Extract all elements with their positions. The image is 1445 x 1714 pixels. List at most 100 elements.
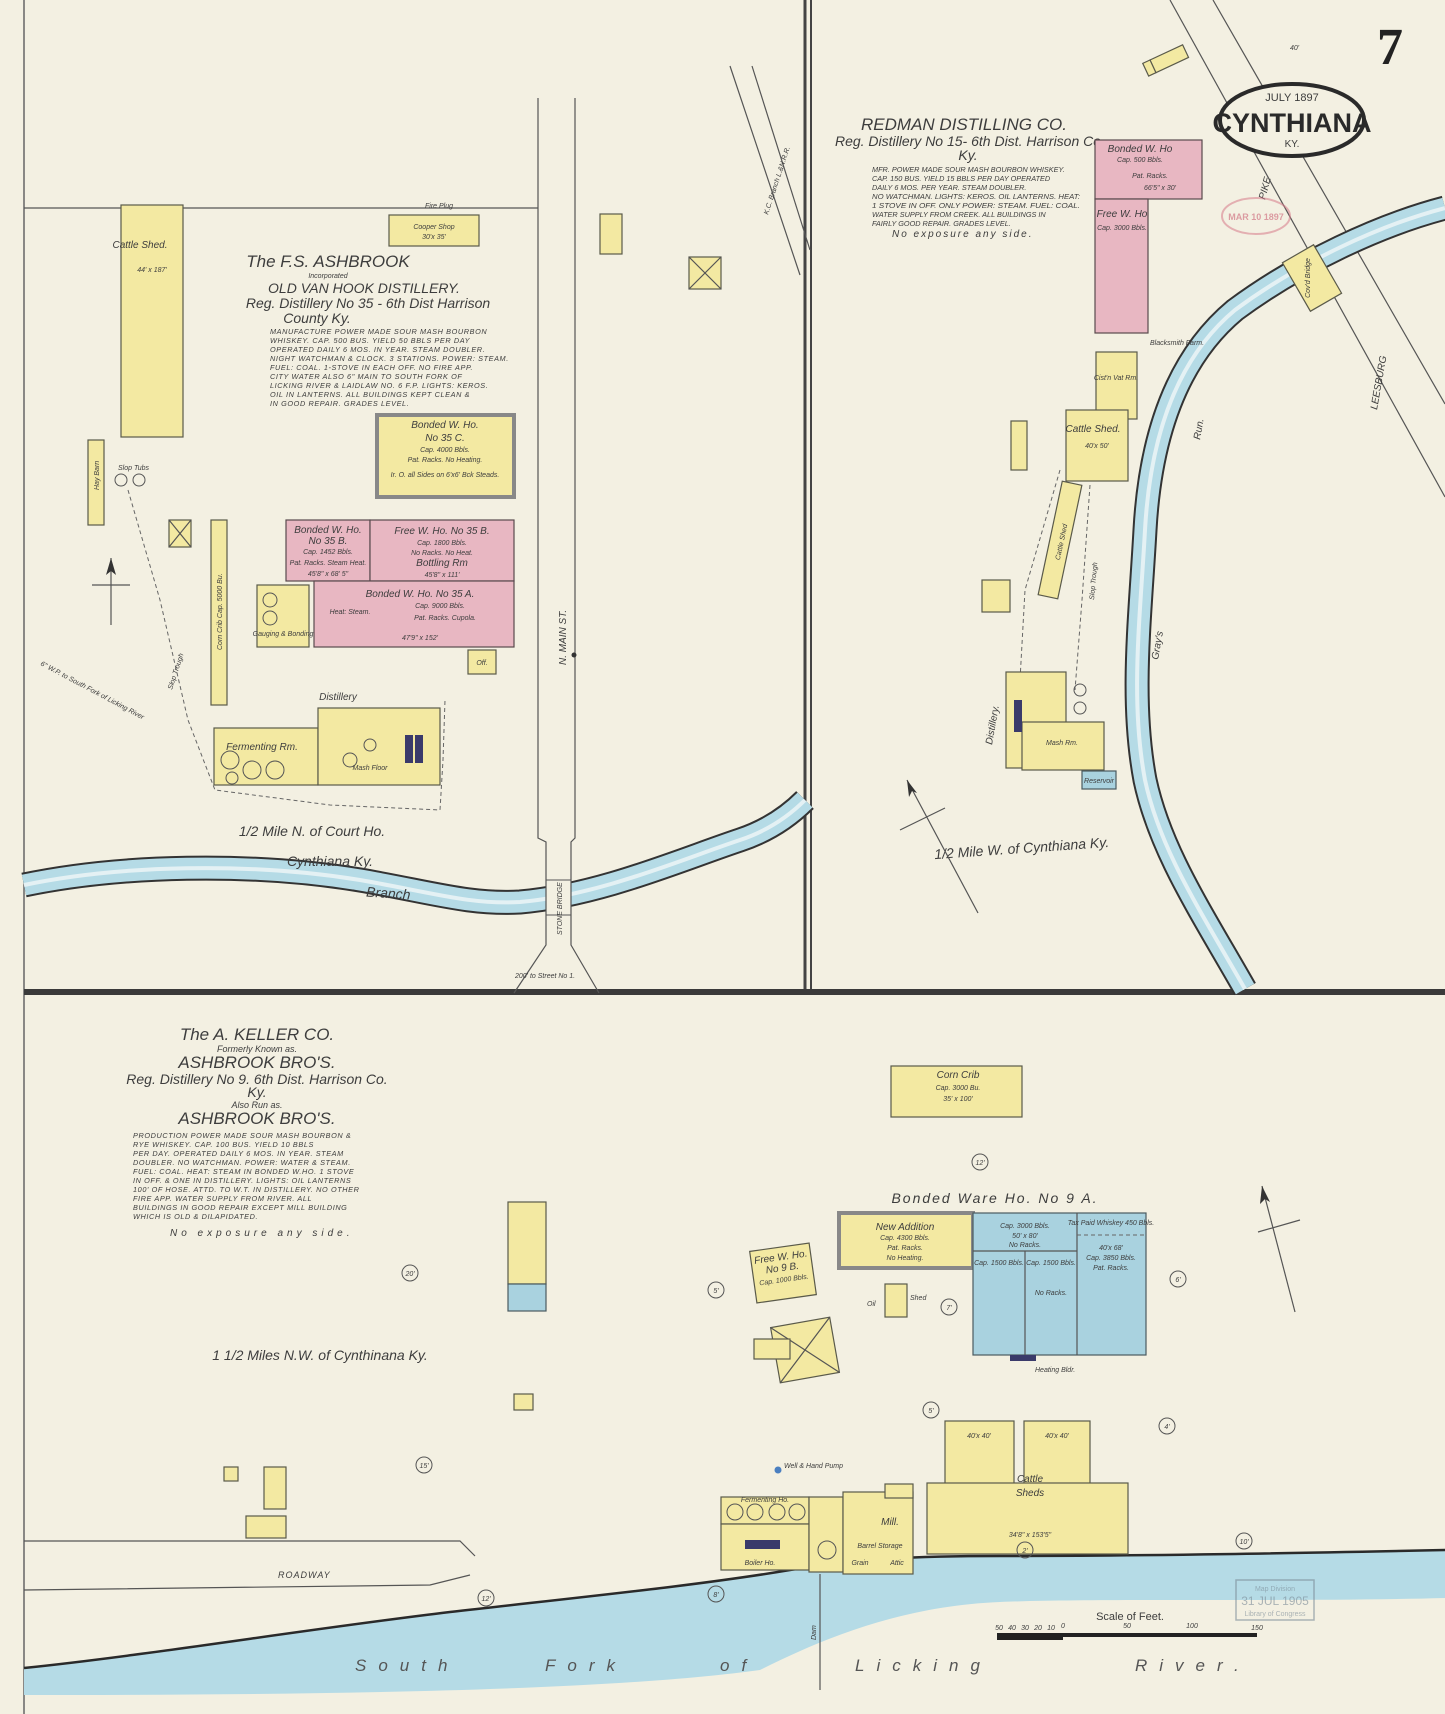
marker-label: 12' [975,1160,985,1167]
branch-stream-highlight [23,798,807,905]
svg-text:0: 0 [1061,1623,1065,1630]
railroad-line [751,65,811,251]
oil-shed: Oil Shed [867,1283,927,1318]
stream-label-run: Run. [1192,418,1207,441]
panel-ashbrook: N. MAIN ST. STONE BRIDGE 200' to Street … [21,65,814,994]
svg-text:40'x 40': 40'x 40' [967,1433,991,1440]
svg-text:Corn Crib Cap. 5000 Bu.: Corn Crib Cap. 5000 Bu. [217,573,224,650]
svg-text:Bottling Rm: Bottling Rm [416,558,468,569]
svg-text:Cattle Shed.: Cattle Shed. [112,240,167,251]
svg-text:Free W. Ho: Free W. Ho [1097,209,1148,220]
registration-line: Reg. Distillery No 35 - 6th Dist Harriso… [246,295,491,311]
svg-text:Cap. 3850 Bbls.: Cap. 3850 Bbls. [1086,1255,1136,1262]
x-building [769,1316,841,1384]
bonded-warehouse-35a: Bonded W. Ho. No 35 A. Cap. 9000 Bbls. H… [313,580,515,648]
description-line: 1 STOVE IN OFF. ONLY POWER: STEAM. FUEL:… [872,201,1080,210]
slop-tub [114,473,128,487]
marker-label: 10' [1239,1539,1249,1546]
svg-text:Well & Hand Pump: Well & Hand Pump [784,1463,843,1470]
bonded-warehouse-title: Bonded Ware Ho. No 9 A. [891,1190,1098,1206]
library-of-congress-stamp: Map Division 31 JUL 1905 Library of Cong… [1235,1579,1315,1621]
description-line: IN GOOD REPAIR. GRADES LEVEL. [270,399,409,408]
small-building-j [1141,43,1190,77]
incorporated-label: Incorporated [308,273,348,280]
svg-text:Scale of Feet.: Scale of Feet. [1096,1611,1164,1623]
svg-text:Barrel Storage: Barrel Storage [857,1543,902,1550]
small-building [245,1515,287,1539]
svg-text:40'x 50': 40'x 50' [1085,443,1109,450]
svg-text:Sheds: Sheds [1016,1488,1044,1499]
description-block: PRODUCTION POWER MADE SOUR MASH BOURBON … [133,1131,360,1221]
stream-label-grays: Gray's [1150,630,1166,660]
distillery-complex: Distillery Fermenting Rm. Mash Floor [213,692,441,786]
svg-text:Pat. Racks. No Heating.: Pat. Racks. No Heating. [408,457,483,464]
company-title: The F.S. ASHBROOK [246,252,410,271]
privy-building [688,256,722,290]
svg-text:Cap. 4300 Bbls.: Cap. 4300 Bbls. [880,1235,930,1242]
fence-line [127,489,446,811]
svg-text:Distillery: Distillery [319,692,358,703]
svg-text:Cap. 3000 Bbls.: Cap. 3000 Bbls. [1000,1223,1050,1230]
description-line: PER DAY. OPERATED DAILY 6 MOS. IN YEAR. … [133,1149,344,1158]
svg-text:Cap. 1500 Bbls.: Cap. 1500 Bbls. [974,1260,1024,1267]
marker-label: 5' [928,1408,934,1415]
svg-text:Mash Floor: Mash Floor [352,765,388,772]
svg-text:Attic: Attic [889,1560,904,1567]
roadway-label: ROADWAY [278,1570,331,1580]
hay-house [513,1393,534,1411]
hydrant-marker [571,652,577,658]
marker-label: 5' [713,1288,719,1295]
svg-text:Cap. 1800 Bbls.: Cap. 1800 Bbls. [417,540,467,547]
description-line: 100' OF HOSE. ATTD. TO W.T. IN DISTILLER… [133,1185,360,1194]
gauging-bonding: Gauging & Bonding [253,584,314,648]
description-line: DOUBLER. NO WATCHMAN. POWER: WATER & STE… [133,1158,351,1167]
description-line: WHICH IS OLD & DILAPIDATED. [133,1212,258,1221]
bridge-label: STONE BRIDGE [557,882,564,935]
title-cartouche: JULY 1897 CYNTHIANA KY. [1213,82,1372,158]
description-line: MANUFACTURE POWER MADE SOUR MASH BOURBON [270,327,487,336]
svg-text:20: 20 [1033,1625,1042,1632]
svg-text:40'x 40': 40'x 40' [1045,1433,1069,1440]
description-line: PRODUCTION POWER MADE SOUR MASH BOURBON … [133,1131,351,1140]
location-label: 1 1/2 Miles N.W. of Cynthinana Ky. [212,1347,428,1363]
svg-text:Cap. 4000 Bbls.: Cap. 4000 Bbls. [420,447,470,454]
bonded-warehouse: Bonded W. Ho Cap. 500 Bbls. Pat. Racks. … [1094,139,1203,334]
marker-label: 20' [404,1271,415,1278]
svg-text:Cap. 3000 Bu.: Cap. 3000 Bu. [936,1085,981,1092]
svg-text:South: South [355,1656,459,1675]
dwelling [599,213,623,255]
corn-crib: Corn Crib Cap. 5000 Bu. [210,519,228,706]
former-name: ASHBROOK BRO'S. [177,1053,335,1072]
svg-text:Ir. O. all Sides on 6'x6' Bck: Ir. O. all Sides on 6'x6' Bck Steads. [391,472,500,479]
description-line: MFR. POWER MADE SOUR MASH BOURBON WHISKE… [872,165,1065,174]
description-line: DAILY 6 MOS. PER YEAR. STEAM DOUBLER. [872,183,1026,192]
office: Off. [467,649,497,675]
svg-text:10: 10 [1047,1625,1055,1632]
slop-tub [132,473,146,487]
svg-text:Library of Congress: Library of Congress [1244,1611,1306,1618]
svg-text:30: 30 [1021,1625,1029,1632]
svg-text:Pat. Racks. Steam Heat.: Pat. Racks. Steam Heat. [290,560,367,567]
description-line: WATER SUPPLY FROM CREEK. ALL BUILDINGS I… [872,210,1046,219]
sheet-date: JULY 1897 [1265,92,1318,104]
marker-label: 2' [1021,1548,1028,1555]
svg-text:Mill.: Mill. [881,1517,899,1528]
svg-text:Fork: Fork [545,1656,627,1675]
svg-text:Gauging & Bonding: Gauging & Bonding [253,631,314,638]
svg-text:40'x 68': 40'x 68' [1099,1245,1123,1252]
dwelling [263,1466,287,1510]
sheet-page-number: 7 [1377,19,1403,76]
bonded-warehouse-9a: New Addition Cap. 4300 Bbls. Pat. Racks.… [837,1211,1154,1374]
well-hand-pump: Well & Hand Pump [774,1463,843,1474]
svg-text:150: 150 [1251,1625,1263,1632]
svg-text:No Racks.: No Racks. [1009,1242,1041,1249]
corn-crib: Corn Crib Cap. 3000 Bu. 35' x 100' [890,1065,1023,1118]
svg-text:Cattle Shed.: Cattle Shed. [1065,424,1120,435]
svg-text:of: of [720,1656,758,1675]
stone-building [507,1283,547,1312]
svg-text:Map Division: Map Division [1255,1586,1295,1593]
svg-text:Free W. Ho. No 35 B.: Free W. Ho. No 35 B. [394,526,489,537]
bonded-warehouse-35c: Bonded W. Ho. No 35 C. Cap. 4000 Bbls. P… [375,413,516,499]
marker-label: 4' [1164,1424,1170,1431]
street-note: 200' to Street No 1. [514,973,575,980]
